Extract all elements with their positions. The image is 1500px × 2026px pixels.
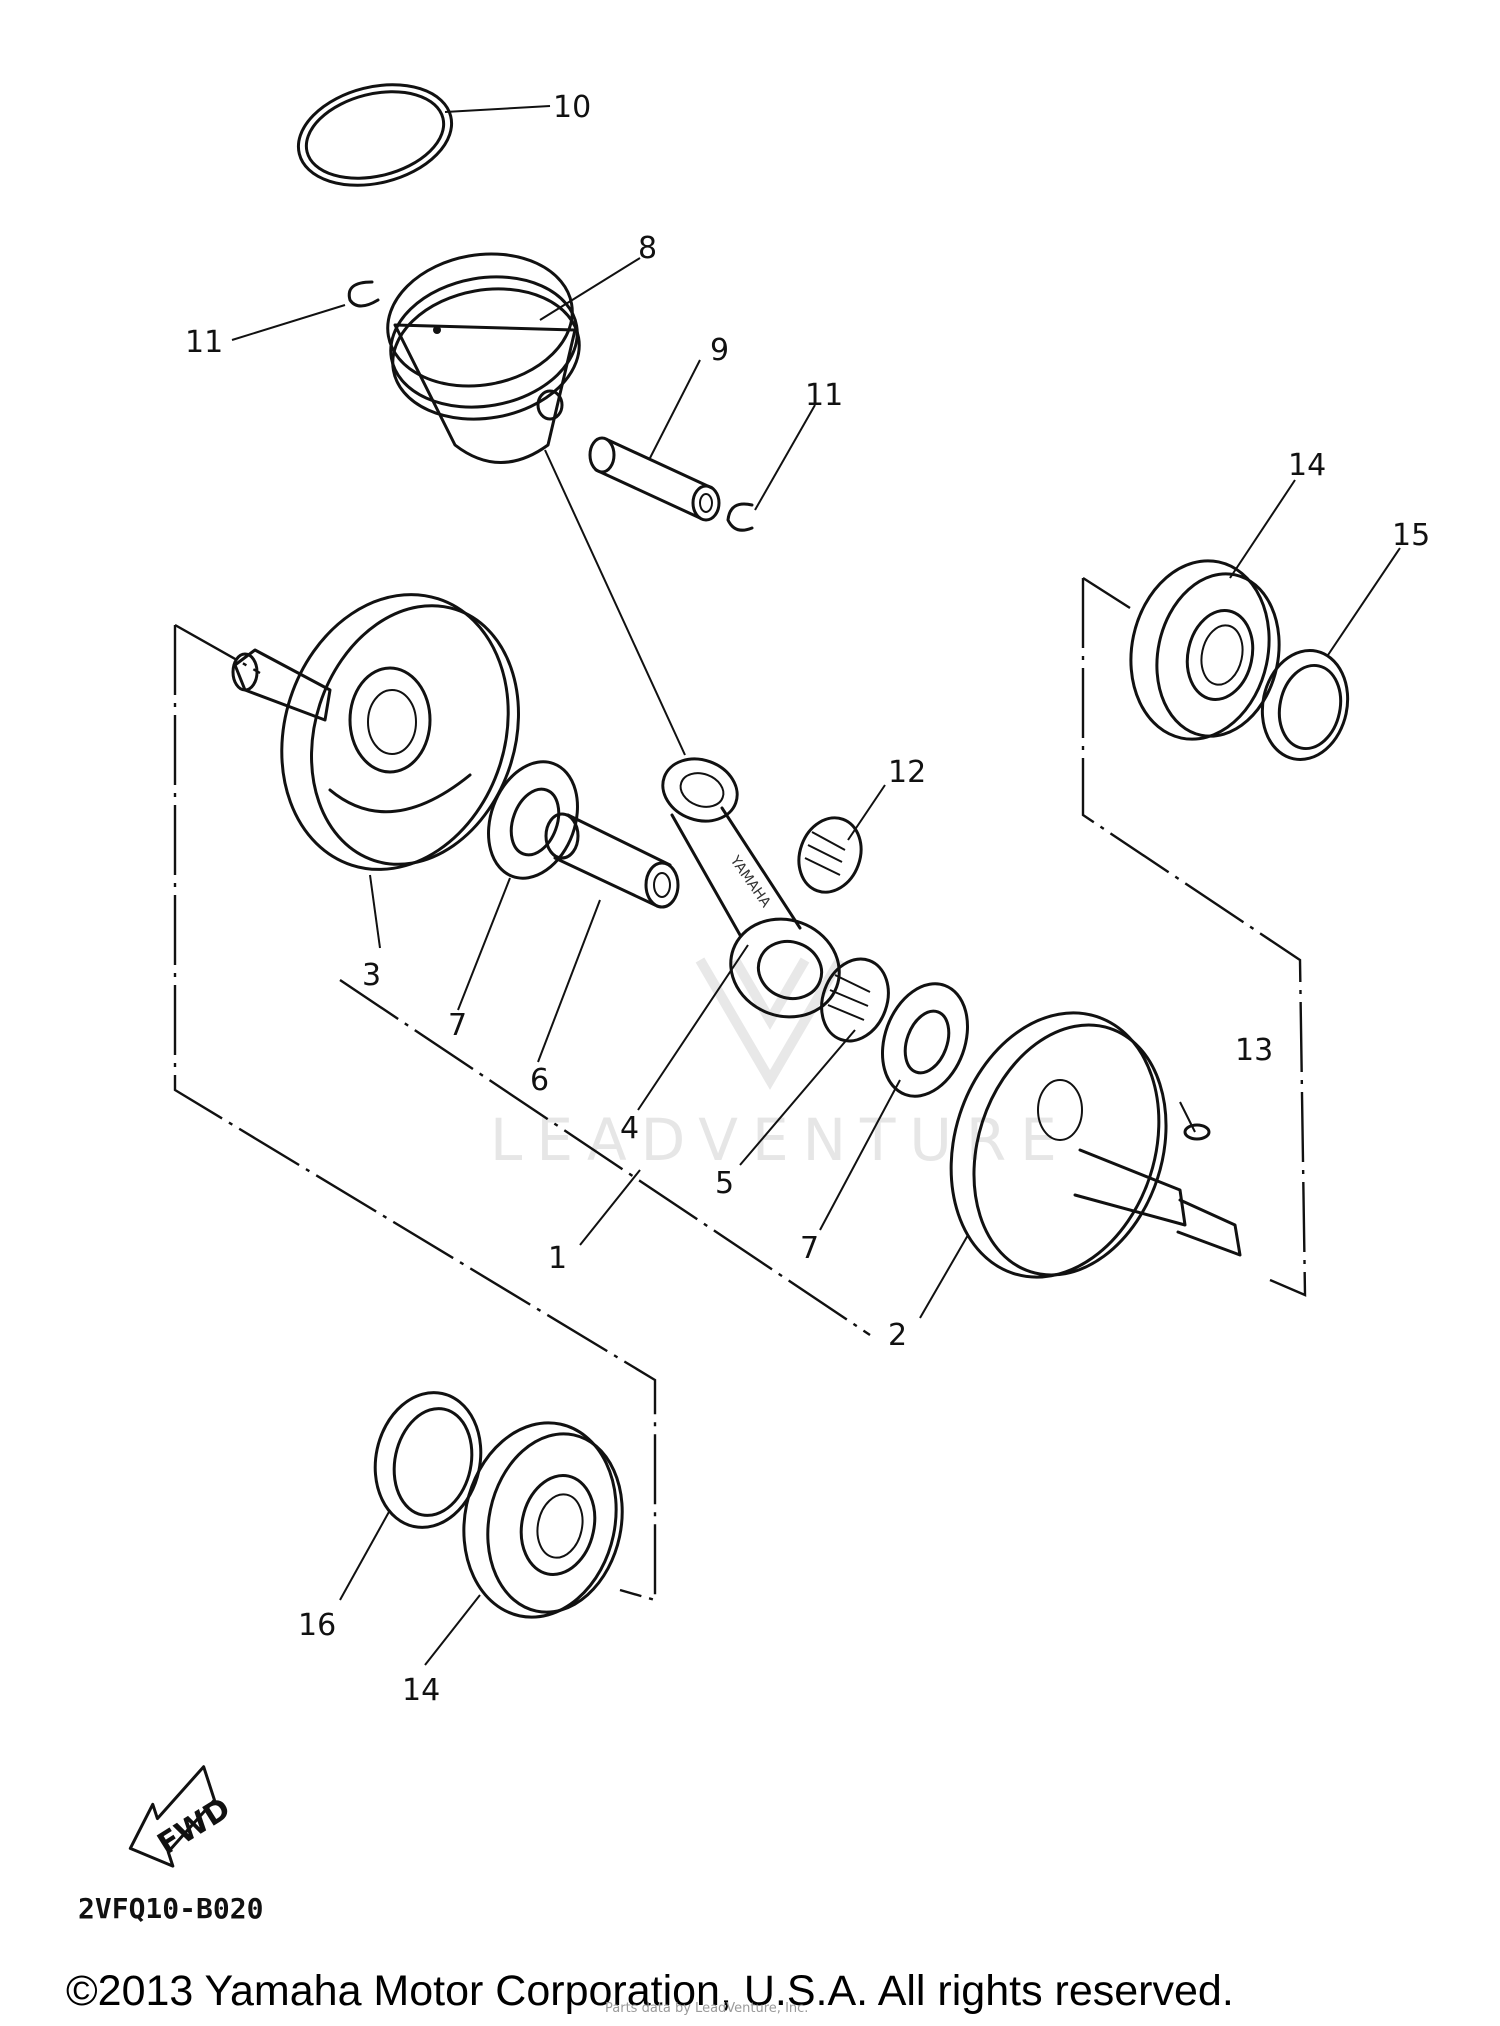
- callout-13: 13: [1235, 1033, 1273, 1068]
- callout-14-upper: 14: [1288, 448, 1326, 483]
- part-woodruff-key: [1183, 1123, 1211, 1141]
- callout-11-left: 11: [185, 325, 223, 360]
- callout-12: 12: [888, 755, 926, 790]
- svg-text:YAMAHA: YAMAHA: [726, 852, 774, 911]
- callout-2: 2: [888, 1318, 907, 1353]
- part-crank-left: [231, 593, 520, 871]
- part-crank-pin: [544, 812, 680, 909]
- leader-lines: [231, 105, 1401, 1666]
- fwd-arrow-icon: FWD: [128, 1765, 237, 1868]
- callout-11-right: 11: [805, 378, 843, 413]
- part-big-end-bearing: [820, 957, 890, 1043]
- callout-8: 8: [638, 231, 657, 266]
- part-small-end-bearing: [797, 816, 863, 894]
- assembly-brackets: [173, 576, 1307, 1602]
- copyright-notice: ©2013 Yamaha Motor Corporation, U.S.A. A…: [66, 1967, 1234, 2015]
- part-circlip-right: [726, 502, 754, 532]
- part-bearing-upper: [1129, 559, 1281, 741]
- callout-1: 1: [548, 1241, 567, 1276]
- part-oil-seal-lower: [373, 1391, 483, 1529]
- watermark: LEADVENTURE: [490, 957, 1071, 1174]
- part-piston: [386, 252, 581, 464]
- callout-labels: 10 8 11 9 11 14 15 12 3 7 6 4 13 5 1 7 2…: [185, 90, 1430, 1708]
- callout-3: 3: [362, 958, 381, 993]
- part-washer-left: [487, 760, 579, 880]
- part-circlip-left: [347, 280, 380, 308]
- callout-9: 9: [710, 333, 729, 368]
- callout-7-right: 7: [800, 1231, 819, 1266]
- callout-16: 16: [298, 1608, 336, 1643]
- callout-14-lower: 14: [402, 1673, 440, 1708]
- watermark-text: LEADVENTURE: [490, 1106, 1071, 1174]
- callout-15: 15: [1392, 518, 1430, 553]
- callout-7-left: 7: [448, 1008, 467, 1043]
- part-oil-seal-right: [1260, 648, 1350, 762]
- part-bearing-lower: [462, 1421, 624, 1619]
- part-piston-pin: [588, 436, 721, 522]
- part-crank-right: [949, 1011, 1242, 1279]
- callout-10: 10: [553, 90, 591, 125]
- credit-line: Parts data by LeadVenture, Inc.: [605, 2001, 808, 2016]
- part-piston-ring: [296, 83, 454, 187]
- reference-code: 2VFQ10-B020: [78, 1892, 263, 1925]
- part-washer-right: [880, 982, 970, 1098]
- callout-5: 5: [715, 1166, 734, 1201]
- callout-4: 4: [620, 1111, 639, 1146]
- callout-6: 6: [530, 1063, 549, 1098]
- fwd-label: FWD: [152, 1791, 237, 1862]
